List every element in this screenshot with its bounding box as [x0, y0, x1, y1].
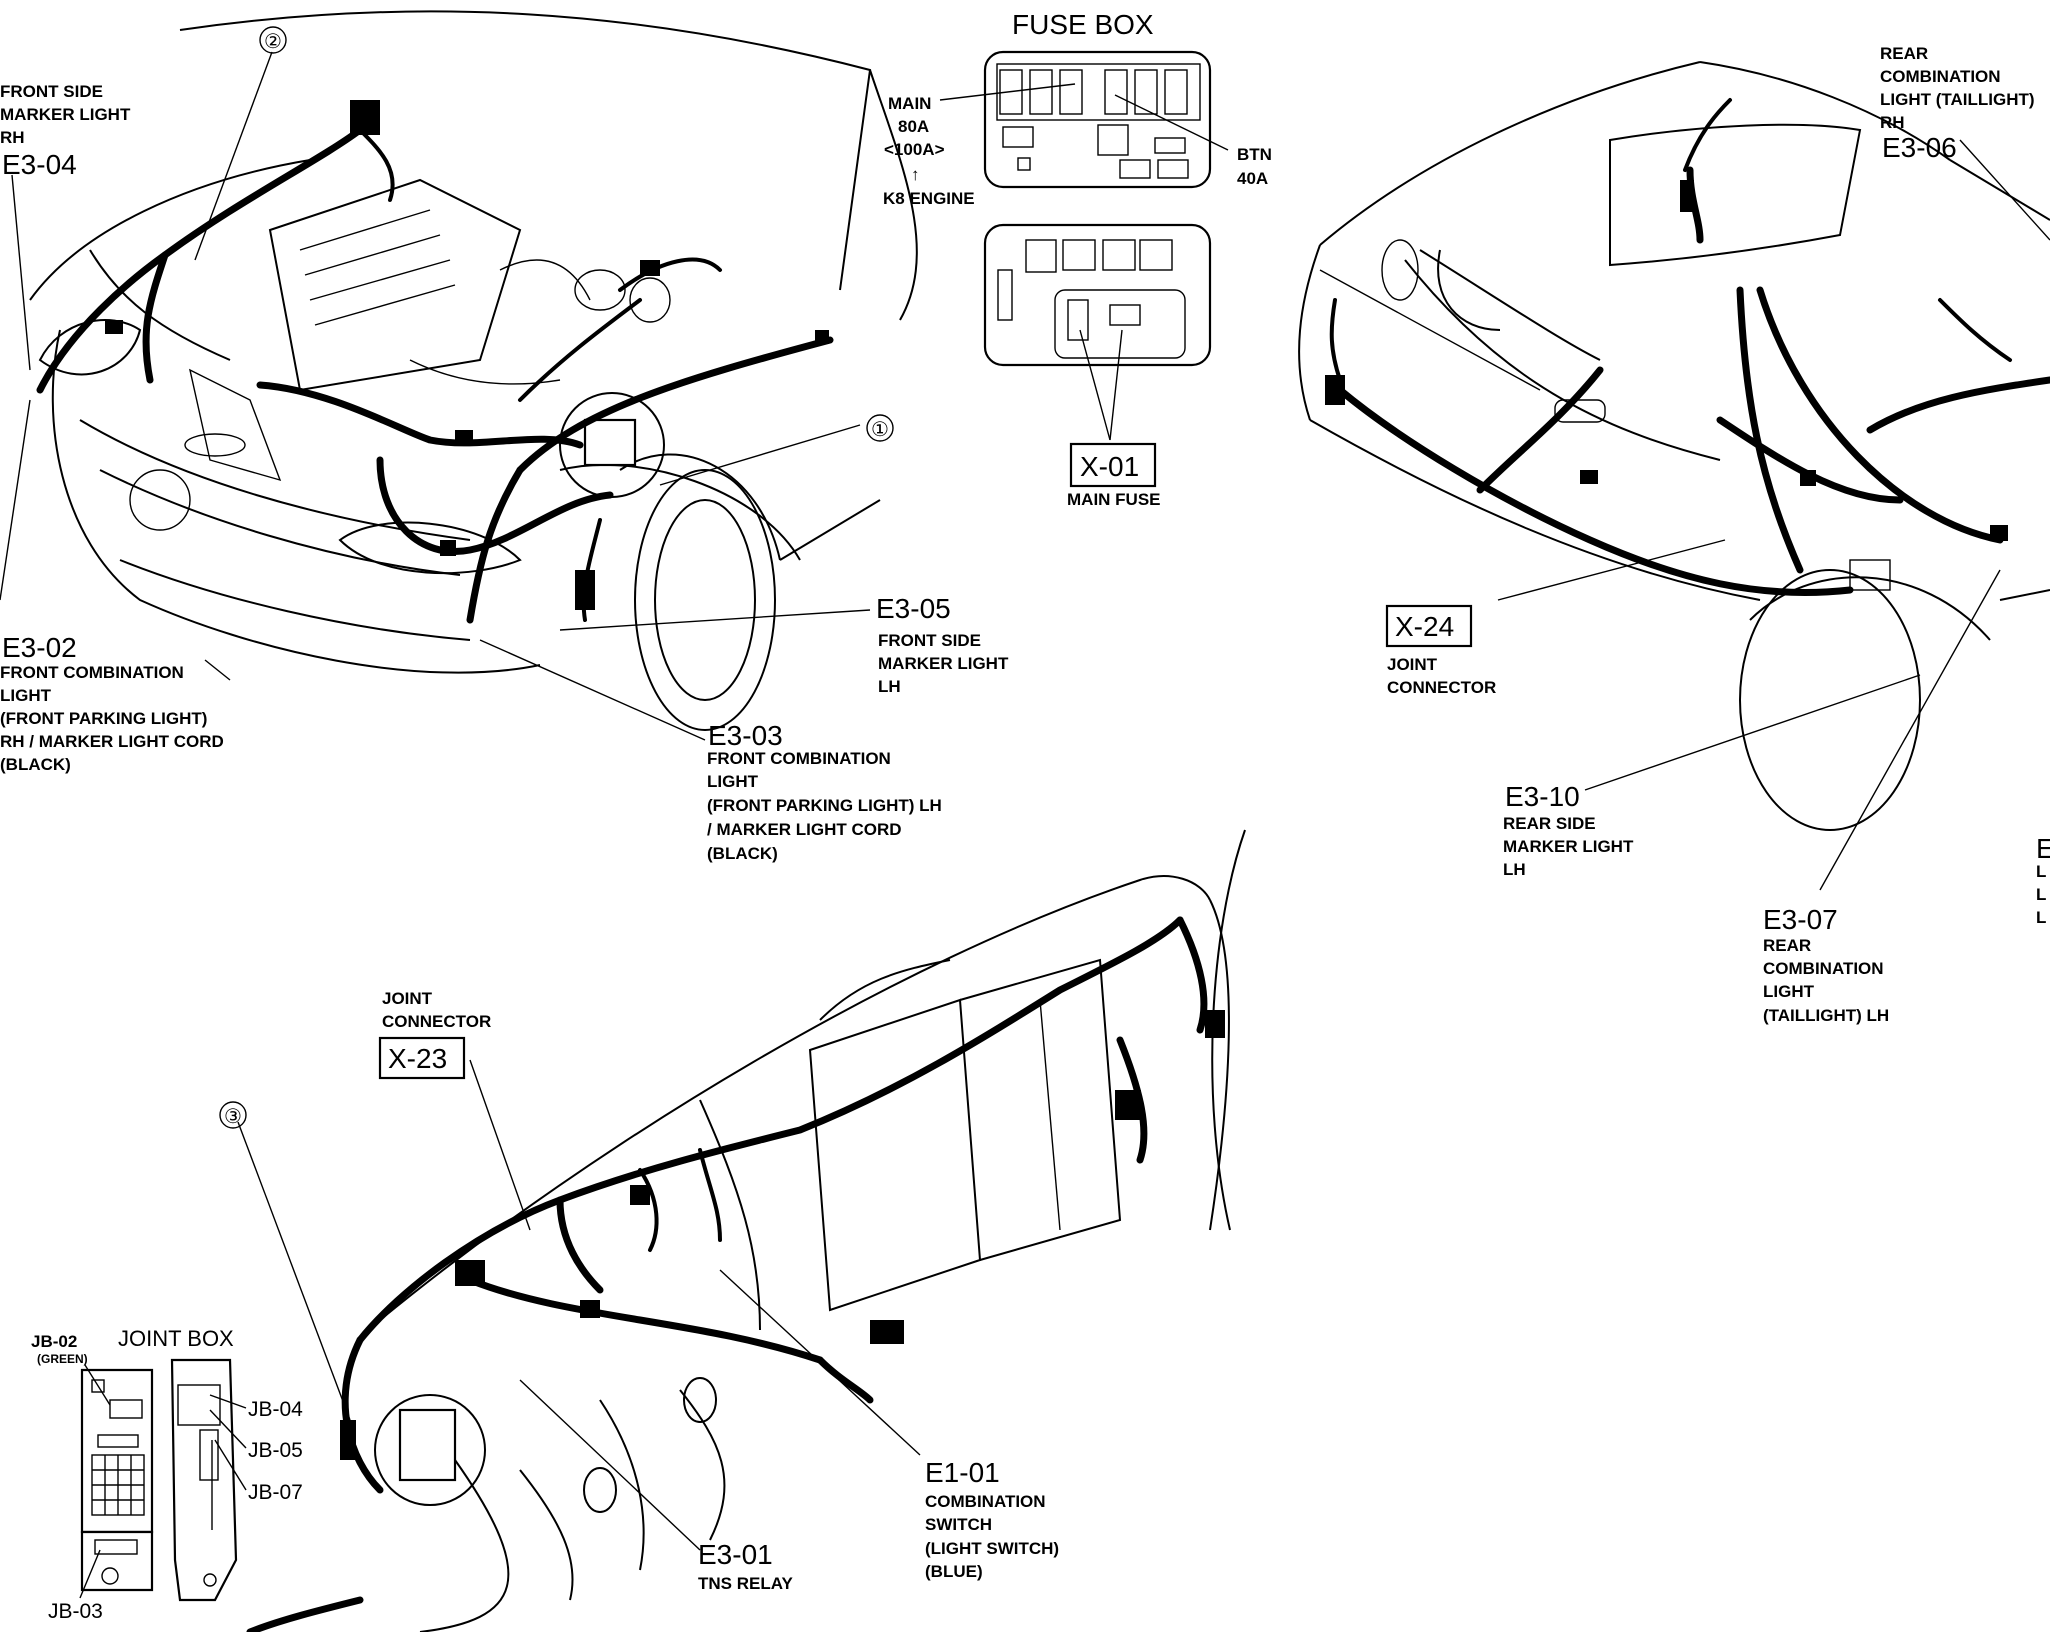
- joint-box-title: JOINT BOX: [118, 1326, 234, 1351]
- x-23-line-2: CONNECTOR: [382, 1012, 491, 1031]
- e3-05-line-1: FRONT SIDE: [878, 631, 981, 650]
- e1-01-line-3: (LIGHT SWITCH): [925, 1539, 1059, 1558]
- e3-03-code: E3-03: [708, 720, 783, 751]
- e1-01-code: E1-01: [925, 1457, 1000, 1488]
- callout-2-text: ②: [264, 31, 282, 53]
- fuse-arrow: ↑: [911, 165, 920, 184]
- e3-01-line-1: TNS RELAY: [698, 1574, 793, 1593]
- front-car-illustration: [29, 10, 918, 731]
- label-e3-06: REAR COMBINATION LIGHT (TAILLIGHT) RH E3…: [1880, 44, 2035, 163]
- front-leaders: [0, 51, 871, 741]
- e3-07-line-1: REAR: [1763, 936, 1811, 955]
- jb-05-label: JB-05: [248, 1439, 303, 1462]
- e3-06-line-3: LIGHT (TAILLIGHT): [1880, 90, 2035, 109]
- label-x-23: JOINT CONNECTOR X-23: [378, 989, 491, 1080]
- callout-3-text: ③: [224, 1106, 242, 1128]
- joint-box: JB-02 (GREEN) JOINT BOX JB-04 JB-05 JB-0…: [31, 1326, 303, 1623]
- label-e3-02: E3-02 FRONT COMBINATION LIGHT (FRONT PAR…: [0, 632, 224, 774]
- x-23-line-1: JOINT: [382, 989, 433, 1008]
- e3-04-line-3: RH: [0, 128, 25, 147]
- e3-02-line-3: (FRONT PARKING LIGHT): [0, 709, 207, 728]
- x-24-code: X-24: [1395, 611, 1454, 642]
- fuse-main-alt-rating: <100A>: [884, 140, 945, 159]
- callout-1-text: ①: [871, 419, 889, 441]
- fuse-main-rating: 80A: [898, 117, 929, 136]
- jb-02-color: (GREEN): [37, 1352, 88, 1366]
- fuse-box-title: FUSE BOX: [1012, 9, 1154, 40]
- jb-07-label: JB-07: [248, 1481, 303, 1504]
- label-e3-01: E3-01 TNS RELAY: [698, 1539, 793, 1593]
- e3-02-line-1: FRONT COMBINATION: [0, 663, 184, 682]
- e3-03-line-1: FRONT COMBINATION: [707, 749, 891, 768]
- e3-02-code: E3-02: [2, 632, 77, 663]
- fuse-btn-label: BTN: [1237, 145, 1272, 164]
- callout-3: ③: [219, 1101, 247, 1129]
- e3-07-line-3: LIGHT: [1763, 982, 1815, 1001]
- e3-04-line-1: FRONT SIDE: [0, 82, 103, 101]
- label-cut-off-right: E L L L: [2036, 833, 2050, 927]
- x-01-desc: MAIN FUSE: [1067, 490, 1161, 509]
- cut-letter-2: L: [2036, 862, 2046, 881]
- e3-06-line-2: COMBINATION: [1880, 67, 2001, 86]
- label-e3-05: E3-05 FRONT SIDE MARKER LIGHT LH: [876, 593, 1009, 696]
- front-harness: [36, 100, 834, 624]
- label-x-24: X-24 JOINT CONNECTOR: [1385, 604, 1496, 697]
- e3-03-line-4: / MARKER LIGHT CORD: [707, 820, 902, 839]
- e1-01-line-2: SWITCH: [925, 1515, 992, 1534]
- cut-letter-4: L: [2036, 908, 2046, 927]
- label-e3-10: E3-10 REAR SIDE MARKER LIGHT LH: [1503, 781, 1634, 879]
- e3-03-line-2: LIGHT: [707, 772, 759, 791]
- e3-07-line-2: COMBINATION: [1763, 959, 1884, 978]
- cut-letter-1: E: [2036, 833, 2050, 864]
- label-e3-03: E3-03 FRONT COMBINATION LIGHT (FRONT PAR…: [707, 720, 942, 863]
- e3-02-line-5: (BLACK): [0, 755, 71, 774]
- label-e1-01: E1-01 COMBINATION SWITCH (LIGHT SWITCH) …: [925, 1457, 1059, 1581]
- dashboard-illustration: [374, 829, 1246, 1632]
- e3-03-line-5: (BLACK): [707, 844, 778, 863]
- e3-01-code: E3-01: [698, 1539, 773, 1570]
- e3-04-code: E3-04: [2, 149, 77, 180]
- e3-04-line-2: MARKER LIGHT: [0, 105, 131, 124]
- fuse-box: FUSE BOX MAIN 80A <100A> ↑ K8 ENGINE BTN…: [883, 9, 1272, 509]
- e3-06-code: E3-06: [1882, 132, 1957, 163]
- jb-03-label: JB-03: [48, 1600, 103, 1623]
- callout-2: ②: [259, 26, 287, 54]
- e3-10-line-1: REAR SIDE: [1503, 814, 1596, 833]
- e3-03-line-3: (FRONT PARKING LIGHT) LH: [707, 796, 942, 815]
- label-e3-04: FRONT SIDE MARKER LIGHT RH E3-04: [0, 82, 131, 180]
- jb-02-label: JB-02: [31, 1332, 77, 1351]
- e3-10-line-3: LH: [1503, 860, 1526, 879]
- fuse-main-label: MAIN: [888, 94, 931, 113]
- e3-05-line-3: LH: [878, 677, 901, 696]
- label-e3-07: E3-07 REAR COMBINATION LIGHT (TAILLIGHT)…: [1763, 904, 1889, 1025]
- x-01-code: X-01: [1080, 451, 1139, 482]
- cut-letter-3: L: [2036, 885, 2046, 904]
- x-24-line-1: JOINT: [1387, 655, 1438, 674]
- x-23-code: X-23: [388, 1043, 447, 1074]
- e3-02-line-4: RH / MARKER LIGHT CORD: [0, 732, 224, 751]
- fuse-btn-rating: 40A: [1237, 169, 1268, 188]
- e3-10-code: E3-10: [1505, 781, 1580, 812]
- e3-05-line-2: MARKER LIGHT: [878, 654, 1009, 673]
- fuse-engine-note: K8 ENGINE: [883, 189, 975, 208]
- dashboard-leaders: [237, 1059, 921, 1551]
- rear-leaders: [1497, 139, 2050, 891]
- e3-06-line-4: RH: [1880, 113, 1905, 132]
- e1-01-line-1: COMBINATION: [925, 1492, 1046, 1511]
- e3-07-code: E3-07: [1763, 904, 1838, 935]
- e3-02-line-2: LIGHT: [0, 686, 52, 705]
- callout-1: ①: [866, 414, 894, 442]
- e3-10-line-2: MARKER LIGHT: [1503, 837, 1634, 856]
- e3-05-code: E3-05: [876, 593, 951, 624]
- rear-harness: [1325, 98, 2050, 597]
- e3-06-line-1: REAR: [1880, 44, 1928, 63]
- e1-01-line-4: (BLUE): [925, 1562, 983, 1581]
- dashboard-harness: [246, 916, 1225, 1632]
- e3-07-line-4: (TAILLIGHT) LH: [1763, 1006, 1889, 1025]
- x-24-line-2: CONNECTOR: [1387, 678, 1496, 697]
- jb-04-label: JB-04: [248, 1398, 303, 1421]
- rear-car-illustration: [1298, 61, 2050, 831]
